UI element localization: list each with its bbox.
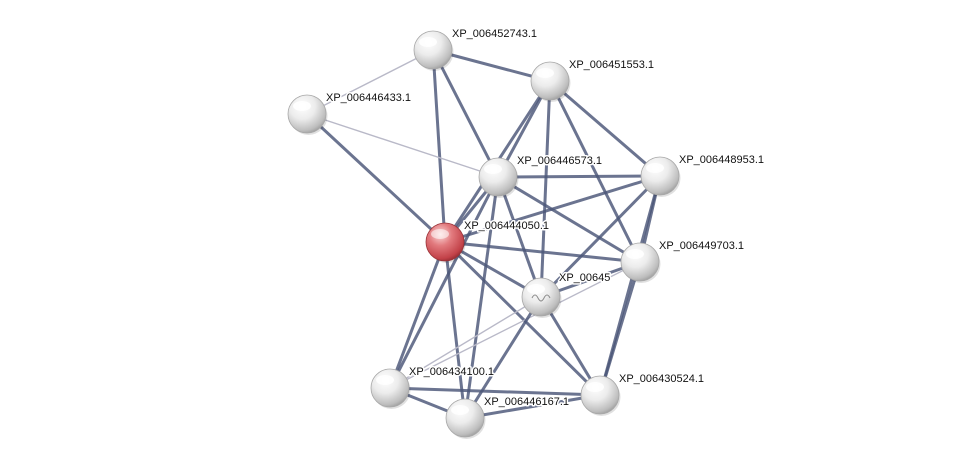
edge-n3-n6	[496, 175, 642, 264]
node-highlight	[626, 249, 644, 259]
structure-glyph-icon	[531, 294, 551, 302]
protein-node[interactable]	[620, 242, 661, 283]
node-sphere[interactable]	[445, 398, 485, 438]
edge-n3-n10	[463, 175, 500, 420]
edge-n5-n10	[443, 240, 467, 420]
node-label: XP_006446573.1	[517, 155, 602, 167]
edge-n5-n6	[443, 240, 642, 264]
node-highlight	[646, 163, 664, 173]
edge-n5-n9	[443, 240, 602, 397]
node-label: XP_006448953.1	[679, 154, 764, 166]
protein-node[interactable]	[445, 398, 486, 439]
node-sphere[interactable]	[413, 30, 453, 70]
node-highlight	[293, 101, 311, 111]
edge-n1-n6	[548, 79, 642, 264]
edge-n10-n9	[463, 393, 602, 420]
protein-node[interactable]	[413, 30, 454, 71]
node-sphere[interactable]	[287, 94, 327, 134]
protein-node[interactable]	[287, 94, 328, 135]
edge-n1-n7	[539, 79, 552, 299]
edge-n6-n9	[598, 260, 642, 397]
node-sphere[interactable]	[640, 156, 680, 196]
edge-n5-n8	[388, 240, 447, 390]
node-sphere[interactable]	[620, 242, 660, 282]
node-sphere[interactable]	[478, 157, 518, 197]
edge-n6-n8	[389, 261, 641, 389]
edge-n4-n7	[539, 174, 662, 299]
edge-n2-n3	[306, 113, 499, 178]
node-label: XP_00645	[559, 272, 610, 284]
node-highlight	[431, 229, 449, 239]
edge-n2-n5	[305, 112, 447, 244]
query-node-sphere[interactable]	[425, 222, 465, 262]
node-sphere[interactable]	[521, 277, 561, 317]
node-sphere[interactable]	[530, 61, 570, 101]
protein-node[interactable]	[530, 61, 571, 102]
node-highlight	[484, 164, 502, 174]
protein-node[interactable]	[640, 156, 681, 197]
edge-n0-n5	[431, 48, 447, 244]
protein-node[interactable]	[478, 157, 519, 198]
node-highlight	[527, 284, 545, 294]
node-label: XP_006444050.1	[464, 220, 549, 232]
protein-node[interactable]	[580, 375, 621, 416]
edge-n3-n7	[496, 175, 543, 299]
edge-n7-n8	[389, 296, 542, 389]
edge-n0-n3	[431, 48, 500, 179]
protein-node[interactable]	[521, 277, 562, 318]
edge-n7-n10	[463, 295, 543, 420]
edge-n0-n2	[306, 49, 434, 115]
edge-n1-n4	[548, 79, 662, 178]
node-highlight	[451, 405, 469, 415]
node-highlight	[586, 382, 604, 392]
node-label: XP_006446433.1	[326, 92, 411, 104]
node-label: XP_006452743.1	[452, 28, 537, 40]
node-highlight	[419, 37, 437, 47]
node-highlight	[536, 68, 554, 78]
node-label: XP_006451553.1	[569, 59, 654, 71]
edge-n0-n1	[431, 48, 552, 83]
node-sphere[interactable]	[370, 368, 410, 408]
edge-n8-n9	[388, 386, 602, 397]
node-highlight	[376, 375, 394, 385]
node-sphere[interactable]	[580, 375, 620, 415]
node-label: XP_006430524.1	[619, 373, 704, 385]
protein-node[interactable]	[370, 368, 411, 409]
edge-n4-n5	[443, 174, 662, 244]
query-node[interactable]	[425, 222, 466, 263]
edge-layer	[305, 48, 662, 420]
node-layer	[287, 30, 681, 439]
node-label: XP_006434100.1	[409, 366, 494, 378]
label-layer: XP_006452743.1XP_006451553.1XP_006446433…	[325, 27, 766, 410]
edge-n3-n4	[496, 174, 662, 179]
node-label: XP_006449703.1	[659, 240, 744, 252]
node-label: XP_006446167.1	[484, 396, 569, 408]
edge-n3-n8	[388, 175, 500, 390]
